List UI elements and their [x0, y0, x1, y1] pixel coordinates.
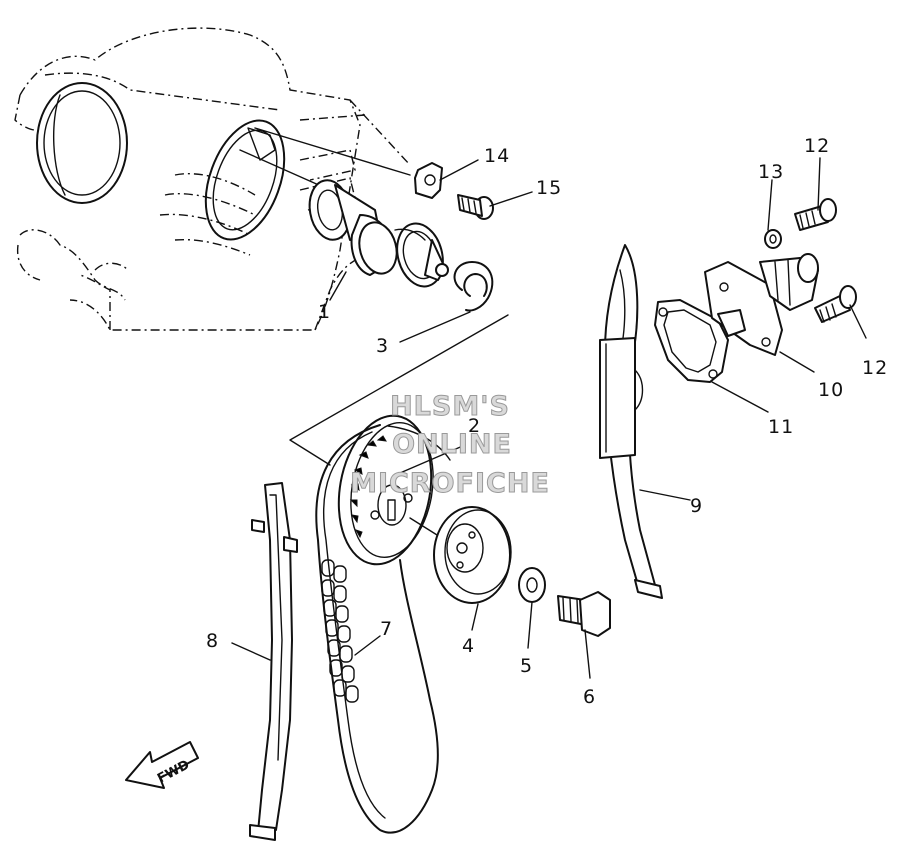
- callout-2: 2: [468, 415, 481, 437]
- sprocket-bolt: [557, 591, 611, 637]
- chain-guide-front: [249, 482, 298, 841]
- tensioner-bolt-upper: [794, 198, 837, 231]
- circlip: [453, 261, 494, 312]
- forward-direction-arrow: FWD: [125, 741, 199, 789]
- cam-bracket: [414, 162, 443, 199]
- camshaft: [308, 179, 449, 288]
- callout-15: 15: [536, 177, 562, 199]
- callout-4: 4: [462, 635, 475, 657]
- watermark-line-2: ONLINE: [392, 429, 512, 460]
- callout-5: 5: [520, 655, 533, 677]
- cylinder-head-outline: [14, 27, 411, 331]
- callout-1: 1: [318, 301, 331, 323]
- bracket-bolt: [457, 194, 494, 220]
- callout-9: 9: [690, 495, 703, 517]
- washer: [518, 567, 546, 603]
- chain-tensioner-guide: [599, 244, 663, 599]
- watermark-line-1: HLSM'S: [390, 391, 510, 422]
- callout-13: 13: [758, 161, 784, 183]
- callout-12-upper: 12: [804, 135, 830, 157]
- chain-tensioner: [704, 253, 819, 356]
- watermark-line-3: MICROFICHE: [350, 468, 550, 499]
- watermark: HLSM'S ONLINE MICROFICHE: [350, 391, 550, 500]
- callout-7: 7: [380, 618, 393, 640]
- assembly-guide-line: [289, 314, 509, 466]
- callout-14: 14: [484, 145, 510, 167]
- callout-leaders: [231, 157, 867, 679]
- tensioner-gasket: [654, 299, 729, 383]
- cam-sprocket: [337, 414, 446, 566]
- cam-chain: [315, 424, 451, 834]
- callout-10: 10: [818, 379, 844, 401]
- pulley: [433, 506, 512, 604]
- callout-3: 3: [376, 335, 389, 357]
- callout-6: 6: [583, 686, 596, 708]
- callout-12-lower: 12: [862, 357, 888, 379]
- callout-11: 11: [768, 416, 794, 438]
- callout-labels: 1 2 3 4 5 6 7 8 9 10 11 12 12 13 14 15: [206, 135, 888, 708]
- tensioner-bolt-lower: [814, 285, 857, 323]
- small-washer: [764, 229, 782, 249]
- callout-8: 8: [206, 630, 219, 652]
